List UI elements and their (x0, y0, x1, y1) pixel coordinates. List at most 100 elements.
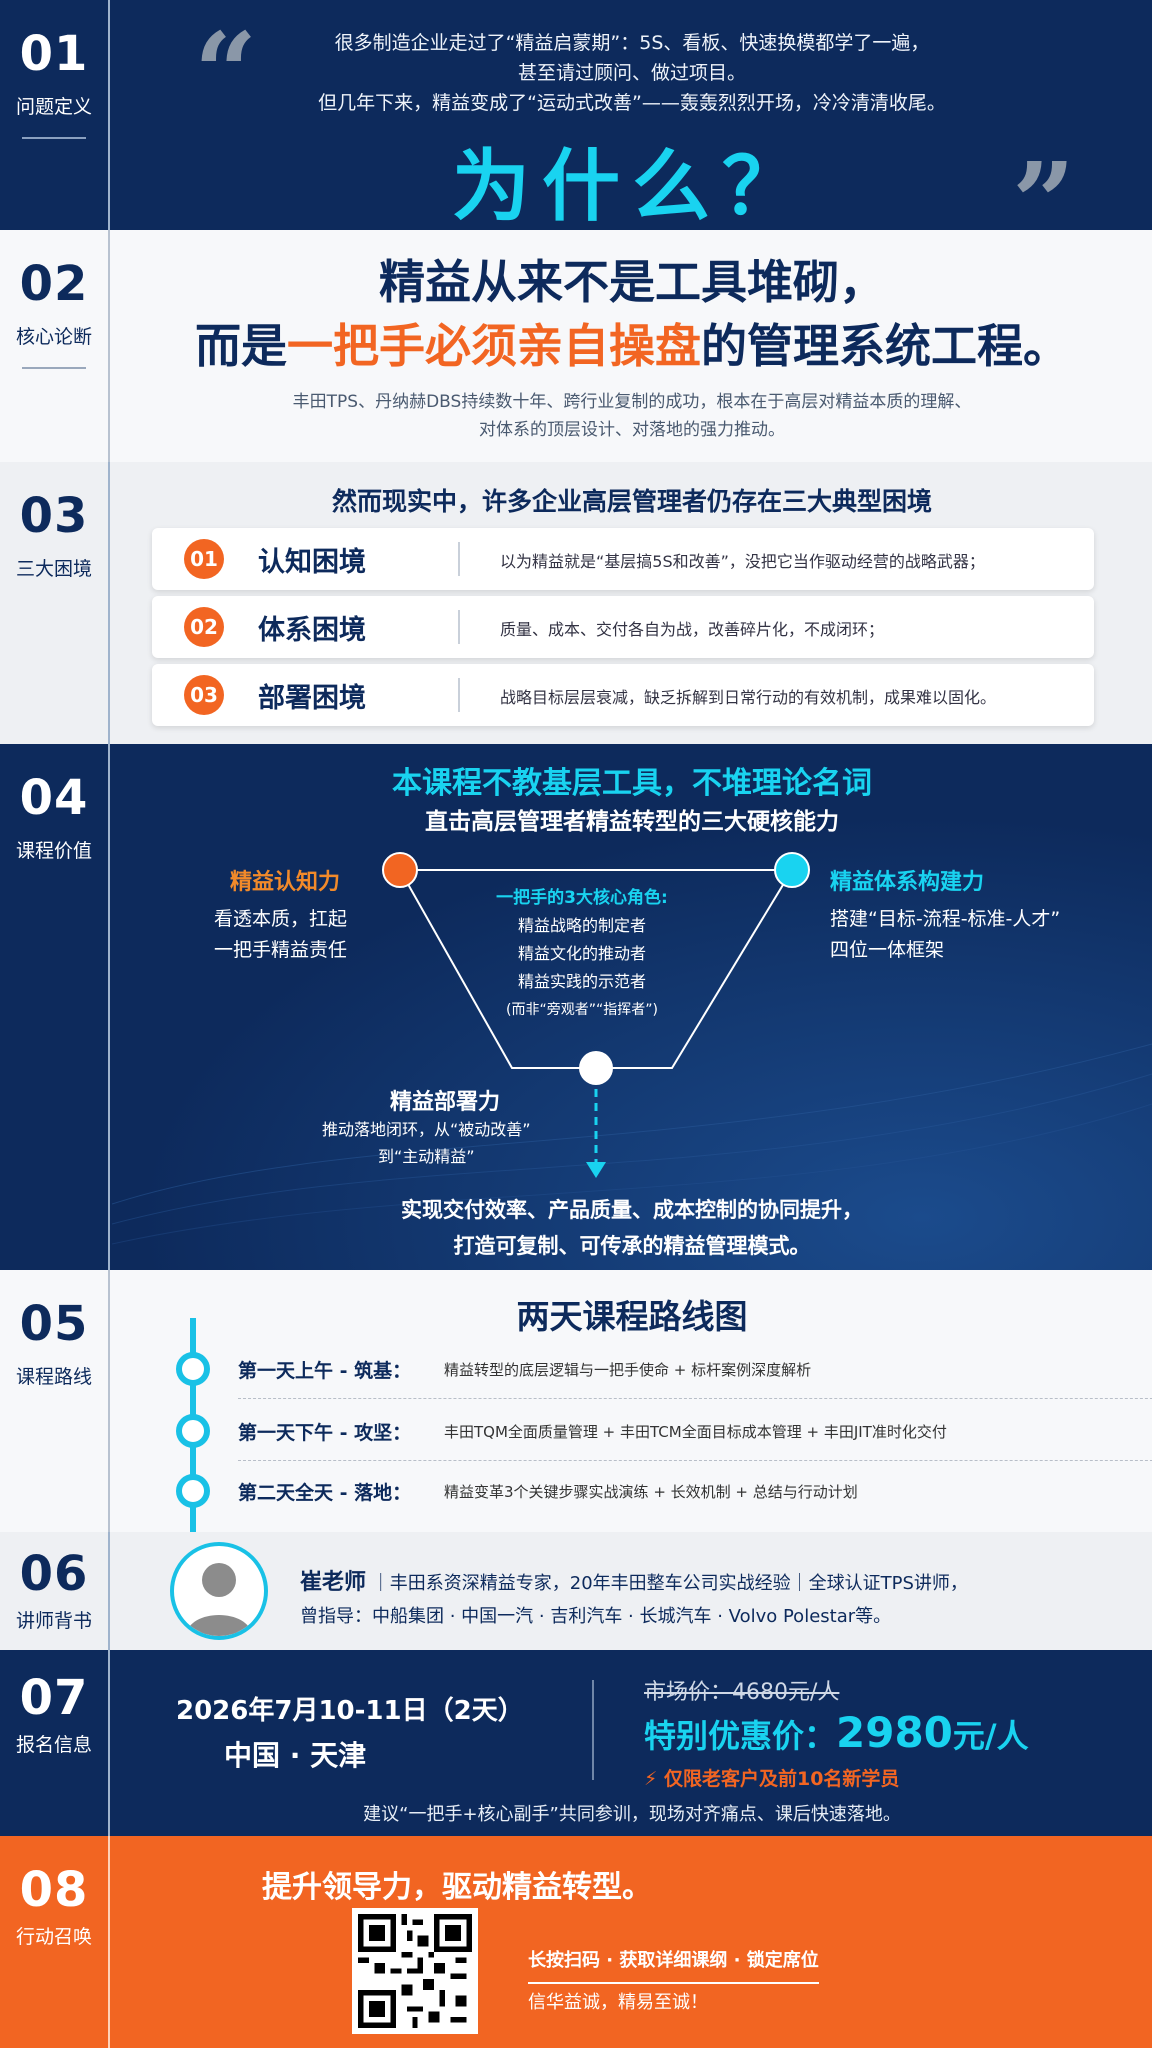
dilemma-card: 01 认知困境 以为精益就是“基层搞5S和改善”，没把它当作驱动经营的战略武器； (152, 528, 1094, 590)
limit-text: 仅限老客户及前10名新学员 (663, 1768, 900, 1790)
instructor-clients: 曾指导：中船集团 · 中国一汽 · 吉利汽车 · 长城汽车 · Volvo Po… (300, 1606, 892, 1627)
section-side-label: 08 行动召唤 (0, 1836, 110, 2048)
roles-note: (而非“旁观者”“指挥者”) (506, 1002, 658, 1018)
section-side-label: 01 问题定义 (0, 0, 110, 230)
dilemma-card: 03 部署困境 战略目标层层衰减，缺乏拆解到日常行动的有效机制，成果难以固化。 (152, 664, 1094, 726)
capability-deployment-title: 精益部署力 (390, 1090, 501, 1115)
dilemma-divider (458, 542, 460, 576)
timeline-desc: 丰田TQM全面质量管理 + 丰田TCM全面目标成本管理 + 丰田JIT准时化交付 (444, 1423, 947, 1441)
timeline-divider (238, 1460, 1152, 1461)
qr-code-icon[interactable] (352, 1908, 478, 2034)
cap-desc-line: 看透本质，扛起 (214, 908, 348, 930)
section-instructor: 06 讲师背书 崔老师 ｜丰田系资深精益专家，20年丰田整车公司实战经验｜全球认… (0, 1532, 1152, 1650)
section-problem-definition: 01 问题定义 “ ” 很多制造企业走过了“精益启蒙期”：5S、看板、快速换模都… (0, 0, 1152, 230)
price-label: 特别优惠价： (644, 1717, 837, 1755)
course-date: 2026年7月10-11日（2天） (176, 1696, 524, 1726)
timeline-dot (176, 1414, 210, 1448)
thesis-subtext: 丰田TPS、丹纳赫DBS持续数十年、跨行业复制的成功，根本在于高层对精益本质的理… (112, 388, 1152, 444)
cap-desc-line: 一把手精益责任 (214, 939, 348, 961)
wave-line (112, 1043, 1152, 1205)
section-number: 06 (19, 1546, 89, 1602)
timeline-item: 第一天上午 - 筑基： 精益转型的底层逻辑与一把手使命 + 标杆案例深度解析 (112, 1348, 1152, 1388)
thesis-pre: 而是 (195, 319, 287, 373)
capability-cognition-title: 精益认知力 (230, 870, 341, 895)
section-call-to-action: 08 行动召唤 提升领导力，驱动精益转型。 (0, 1836, 1152, 2048)
dilemma-desc: 战略目标层层衰减，缺乏拆解到日常行动的有效机制，成果难以固化。 (500, 688, 997, 707)
dilemma-title: 然而现实中，许多企业高层管理者仍存在三大典型困境 (331, 487, 932, 516)
dilemma-name: 部署困境 (258, 683, 366, 714)
value-subheadline: 直击高层管理者精益转型的三大硬核能力 (425, 809, 839, 835)
cta-slogan: 信华益诚，精易至诚！ (528, 1992, 708, 2013)
node-system (774, 852, 810, 888)
open-quote-icon: “ (194, 8, 258, 137)
timeline-divider (238, 1398, 1152, 1399)
close-quote-icon: ” (1012, 138, 1076, 231)
dilemma-badge: 02 (184, 607, 224, 647)
problem-text: 很多制造企业走过了“精益启蒙期”：5S、看板、快速换模都学了一遍， 甚至请过顾问… (112, 28, 1152, 118)
cap-desc-line: 推动落地闭环，从“被动改善” (322, 1120, 531, 1139)
original-price: 市场价：4680元/人 (644, 1680, 840, 1705)
section-course-roadmap: 05 课程路线 两天课程路线图 第一天上午 - 筑基： 精益转型的底层逻辑与一把… (0, 1270, 1152, 1532)
section-label: 行动召唤 (15, 1926, 92, 1948)
price-value: 2980 (836, 1708, 953, 1757)
price-unit: 元/人 (952, 1717, 1029, 1755)
result-line: 打造可复制、可传承的精益管理模式。 (453, 1234, 811, 1258)
course-city: 中国 · 天津 (224, 1739, 367, 1772)
dilemma-card: 02 体系困境 质量、成本、交付各自为战，改善碎片化，不成闭环； (152, 596, 1094, 658)
section-divider (22, 137, 86, 139)
timeline-dot (176, 1474, 210, 1508)
timeline-head: 第二天全天 - 落地： (238, 1482, 412, 1504)
timeline-dot (176, 1352, 210, 1386)
timeline-desc: 精益转型的底层逻辑与一把手使命 + 标杆案例深度解析 (444, 1361, 812, 1379)
dilemma-desc: 质量、成本、交付各自为战，改善碎片化，不成闭环； (500, 620, 885, 639)
avatar-icon (170, 1542, 268, 1640)
section-side-label: 02 核心论断 (0, 230, 110, 462)
problem-line: 很多制造企业走过了“精益启蒙期”：5S、看板、快速换模都学了一遍， (334, 32, 930, 54)
arrow-down-icon (586, 1162, 606, 1178)
dilemma-badge: 01 (184, 539, 224, 579)
section-label: 讲师背书 (15, 1610, 92, 1632)
capability-deployment-desc: 推动落地闭环，从“被动改善” 到“主动精益” (322, 1116, 531, 1170)
section-dilemmas: 03 三大困境 然而现实中，许多企业高层管理者仍存在三大典型困境 01 认知困境… (0, 462, 1152, 744)
node-deployment (579, 1051, 613, 1085)
section-registration: 07 报名信息 2026年7月10-11日（2天） 中国 · 天津 市场价：46… (0, 1650, 1152, 1836)
avatar-silhouette (186, 1563, 252, 1636)
thesis-sub-line: 丰田TPS、丹纳赫DBS持续数十年、跨行业复制的成功，根本在于高层对精益本质的理… (292, 392, 972, 412)
core-roles: 一把手的3大核心角色: 精益战略的制定者 精益文化的推动者 精益实践的示范者 (… (462, 884, 702, 1024)
timeline-head: 第一天上午 - 筑基： (238, 1360, 412, 1382)
thesis-line-1: 精益从来不是工具堆砌， (379, 255, 885, 309)
instructor-intro: 崔老师 ｜丰田系资深精益专家，20年丰田整车公司实战经验｜全球认证TPS讲师， (300, 1564, 968, 1596)
instructor-credentials: ｜丰田系资深精益专家，20年丰田整车公司实战经验｜全球认证TPS讲师， (371, 1573, 968, 1594)
section-number: 08 (19, 1862, 89, 1918)
section-label: 问题定义 (15, 96, 92, 118)
dilemma-desc: 以为精益就是“基层搞5S和改善”，没把它当作驱动经营的战略武器； (500, 552, 985, 571)
timeline-item: 第一天下午 - 攻坚： 丰田TQM全面质量管理 + 丰田TCM全面目标成本管理 … (112, 1410, 1152, 1450)
result-line: 实现交付效率、产品质量、成本控制的协同提升， (401, 1198, 863, 1222)
section-number: 03 (19, 488, 89, 544)
thesis-highlight: 一把手必须亲自操盘 (287, 319, 701, 373)
section-number: 02 (19, 256, 89, 312)
section-label: 课程价值 (15, 840, 92, 862)
section-side-label: 03 三大困境 (0, 462, 110, 744)
section-number: 05 (19, 1296, 89, 1352)
section-side-label: 06 讲师背书 (0, 1532, 110, 1650)
dilemma-divider (458, 610, 460, 644)
cta-title: 提升领导力，驱动精益转型。 (262, 1870, 652, 1905)
dilemma-name: 体系困境 (258, 615, 366, 646)
cap-desc-line: 到“主动精益” (378, 1147, 475, 1166)
timeline-head: 第一天下午 - 攻坚： (238, 1422, 412, 1444)
special-price: 特别优惠价：2980元/人 (644, 1708, 1029, 1757)
capability-trapezoid (399, 869, 794, 1069)
section-label: 报名信息 (15, 1734, 92, 1756)
problem-line: 但几年下来，精益变成了“运动式改善”——轰轰烈烈开场，冷冷清清收尾。 (318, 92, 946, 114)
timeline-desc: 精益变革3个关键步骤实战演练 + 长效机制 + 总结与行动计划 (444, 1483, 858, 1501)
cta-instructions: 长按扫码 · 获取详细课纲 · 锁定席位 (528, 1946, 819, 1984)
dilemma-badge: 03 (184, 675, 224, 715)
why-question: 为什么？ (451, 142, 812, 230)
role-item: 精益实践的示范者 (517, 972, 646, 991)
problem-line: 甚至请过顾问、做过项目。 (517, 62, 746, 84)
value-headline: 本课程不教基层工具，不堆理论名词 (392, 766, 872, 801)
section-core-thesis: 02 核心论断 精益从来不是工具堆砌， 而是一把手必须亲自操盘的管理系统工程。 … (0, 230, 1152, 462)
capability-diagram (112, 852, 1152, 1245)
